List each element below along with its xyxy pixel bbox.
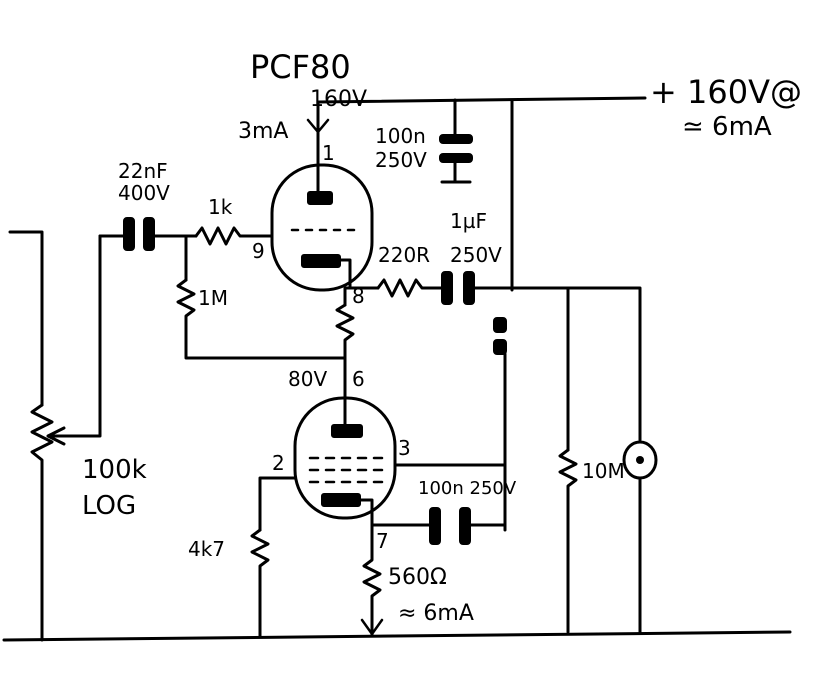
pin8-label: 8 [352, 284, 365, 308]
pin9-label: 9 [252, 239, 265, 263]
r-4k7-label: 4k7 [188, 537, 225, 561]
cap-100n-bot-plate-a [429, 507, 441, 545]
pot-top-lead [8, 230, 44, 407]
pentode-envelope [293, 396, 397, 520]
resistor-10m [558, 448, 578, 634]
triode-envelope [270, 163, 374, 292]
r-220r-label: 220R [378, 243, 430, 267]
cap-22nf-plate-b [143, 217, 155, 251]
r-1m-label: 1M [198, 286, 228, 310]
cap-1uf-label: 1µF [450, 209, 487, 233]
cap-1uf-plate-a [441, 271, 453, 305]
cap-100n-top-label: 100n [375, 124, 426, 148]
resistor-4k7 [250, 528, 270, 638]
pentode-cathode [321, 493, 361, 507]
tube-title: PCF80 [250, 48, 351, 86]
control-grid-wire [258, 476, 297, 532]
cap-screen-plate-a [493, 317, 507, 333]
pin1-label: 1 [322, 141, 335, 165]
cap-100n-top-lead-b [440, 160, 472, 184]
cap-100n-bot-plate-b [459, 507, 471, 545]
pin7-label: 7 [376, 529, 389, 553]
supply-voltage-label: + 160V@ [650, 73, 802, 111]
pot-value-label: 100k [82, 455, 147, 485]
anode-current-arrow [306, 118, 330, 134]
resistor-1k [194, 226, 274, 246]
triode-cathode-to-node [343, 286, 352, 307]
b-plus-rail [316, 96, 647, 104]
cap-22nf-label: 22nF [118, 159, 168, 183]
pentode-anode [331, 424, 363, 438]
cap-100n-top-plate-a [439, 134, 473, 144]
cap-100n-top-voltage: 250V [375, 148, 427, 172]
r-560-label: 560Ω [388, 565, 447, 590]
cap-100n-top-plate-b [439, 153, 473, 163]
v-80-label: 80V [288, 367, 327, 391]
pot-taper-label: LOG [82, 491, 136, 521]
r-10m-label: 10M [582, 459, 625, 483]
cap-22nf-voltage: 400V [118, 181, 170, 205]
cap-22nf-plate-a [123, 217, 135, 251]
anode-current-label: 3mA [238, 119, 288, 144]
resistor-220r [376, 278, 444, 298]
cap-100n-bot-label: 100n 250V [418, 478, 517, 499]
anode-voltage-label: 160V [310, 87, 367, 112]
ground-rail [2, 630, 792, 642]
pot-wiper [46, 234, 102, 446]
pin3-label: 3 [398, 436, 411, 460]
cap-1uf-voltage: 250V [450, 243, 502, 267]
r-1k-label: 1k [208, 195, 233, 219]
cathode-current-arrow [360, 618, 384, 636]
potentiometer [30, 403, 54, 642]
cathode-current-label: ≈ 6mA [398, 601, 474, 626]
pin6-label: 6 [352, 367, 365, 391]
output-jack-center [636, 456, 644, 464]
resistor-1m [176, 278, 347, 360]
pin2-label: 2 [272, 451, 285, 475]
triode-cathode [301, 254, 341, 268]
triode-cathode-lead [338, 258, 352, 290]
supply-current-label: ≃ 6mA [682, 112, 772, 142]
triode-anode [307, 191, 333, 205]
pentode-cathode-lead [358, 498, 432, 527]
cap-screen-plate-b [493, 339, 507, 355]
output-line [472, 286, 642, 442]
resistor-560 [362, 523, 382, 638]
resistor-triode-cathode [335, 303, 355, 427]
